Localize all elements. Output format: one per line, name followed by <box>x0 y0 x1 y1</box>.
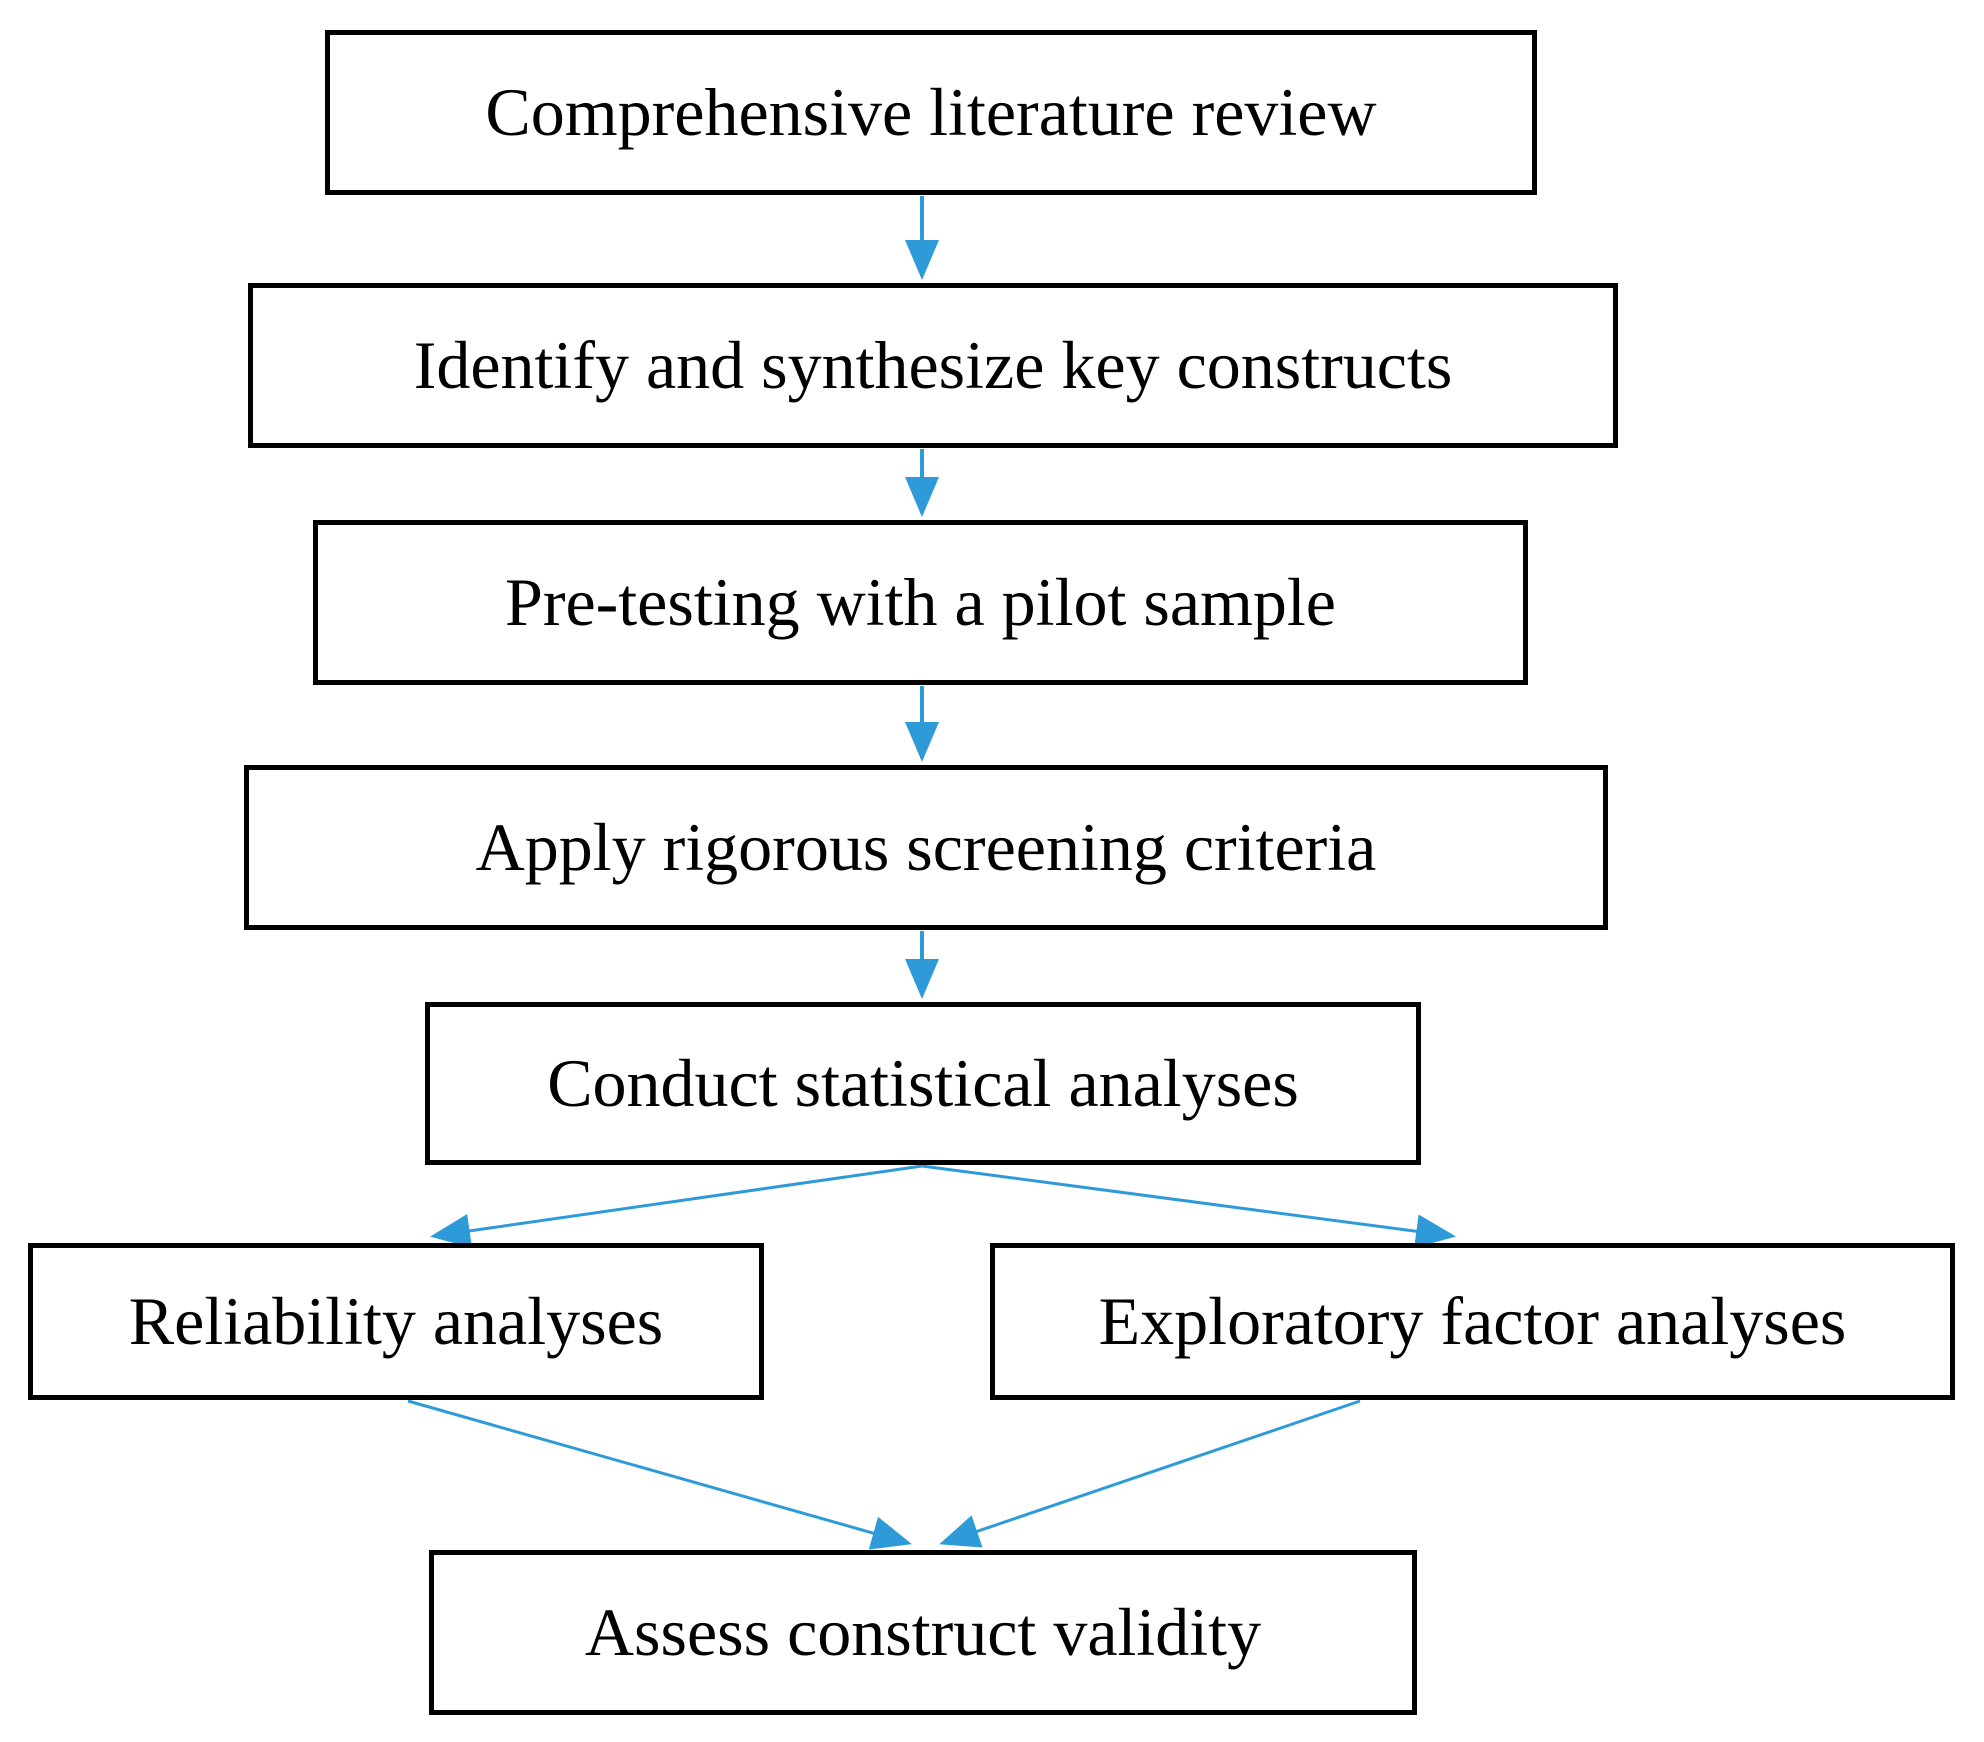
flow-node-literature-review: Comprehensive literature review <box>325 30 1537 195</box>
arrow-statistical-to-exploratory <box>921 1164 1456 1249</box>
arrow-statistical-to-reliability <box>430 1164 923 1248</box>
flow-node-exploratory-factor-analyses: Exploratory factor analyses <box>990 1243 1955 1400</box>
flow-node-key-constructs: Identify and synthesize key constructs <box>248 283 1618 448</box>
flow-node-pre-testing: Pre-testing with a pilot sample <box>313 520 1528 685</box>
flow-node-statistical-analyses: Conduct statistical analyses <box>425 1002 1421 1165</box>
flow-node-screening-criteria: Apply rigorous screening criteria <box>244 765 1608 930</box>
arrow-reliability-to-validity <box>407 1399 912 1550</box>
flow-node-reliability-analyses: Reliability analyses <box>28 1243 764 1400</box>
arrow-exploratory-to-validity <box>939 1399 1361 1548</box>
flow-node-construct-validity: Assess construct validity <box>429 1550 1417 1715</box>
